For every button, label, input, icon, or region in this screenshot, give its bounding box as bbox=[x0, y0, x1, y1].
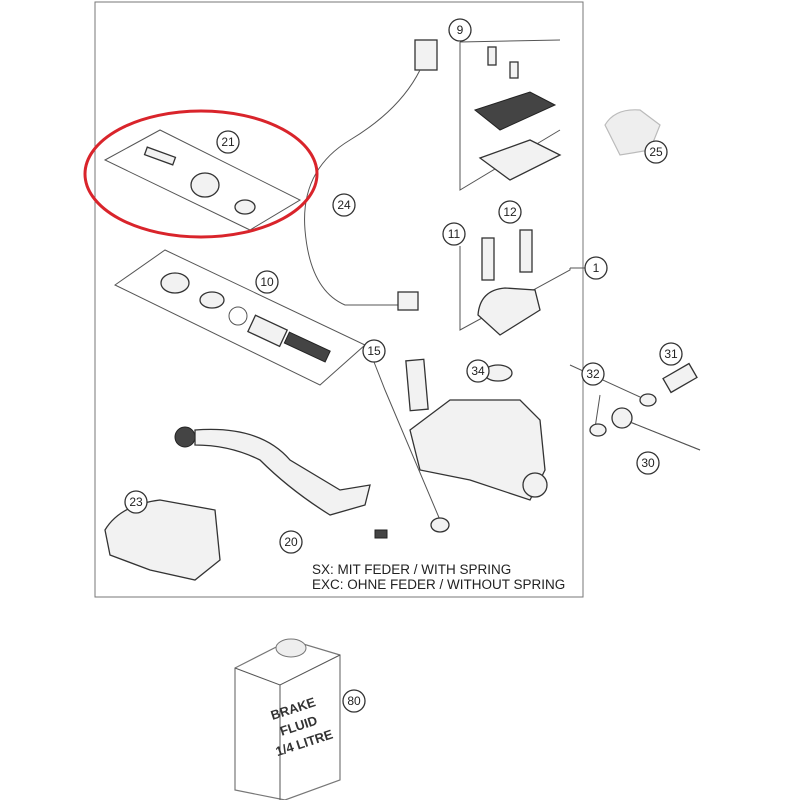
callout-number: 20 bbox=[284, 535, 298, 549]
group-9-reservoir-cover bbox=[459, 39, 562, 191]
callout-number: 80 bbox=[347, 694, 361, 708]
callout-circle bbox=[279, 530, 303, 554]
callout-circle bbox=[636, 451, 660, 475]
callout-number: 24 bbox=[337, 198, 351, 212]
callout-20: 20 bbox=[279, 530, 303, 554]
part-80-brake-fluid-bottle: BRAKE FLUID 1/4 LITRE bbox=[234, 638, 341, 800]
part-20-lever bbox=[174, 426, 388, 539]
callout-80: 80 bbox=[342, 689, 366, 713]
callout-21: 21 bbox=[216, 130, 240, 154]
callout-circle bbox=[659, 342, 683, 366]
callout-circle bbox=[644, 140, 668, 164]
callout-24: 24 bbox=[332, 193, 356, 217]
callout-circle bbox=[332, 193, 356, 217]
callout-circle bbox=[442, 222, 466, 246]
callout-32: 32 bbox=[581, 362, 605, 386]
callout-circle bbox=[124, 490, 148, 514]
callout-30: 30 bbox=[636, 451, 660, 475]
callout-number: 32 bbox=[586, 367, 600, 381]
callout-34: 34 bbox=[466, 359, 490, 383]
callout-circle bbox=[448, 18, 472, 42]
note-without-spring: EXC: OHNE FEDER / WITHOUT SPRING bbox=[312, 577, 566, 592]
callout-10: 10 bbox=[255, 270, 279, 294]
callout-circle bbox=[255, 270, 279, 294]
callout-circle bbox=[584, 256, 608, 280]
callout-circle bbox=[342, 689, 366, 713]
callout-15: 15 bbox=[362, 339, 386, 363]
callout-number: 31 bbox=[664, 347, 678, 361]
callout-11: 11 bbox=[442, 222, 466, 246]
callout-31: 31 bbox=[659, 342, 683, 366]
group-11-12-clamp bbox=[459, 229, 585, 336]
callout-number: 12 bbox=[503, 205, 517, 219]
callout-25: 25 bbox=[644, 140, 668, 164]
group-21-seal-kit bbox=[103, 129, 302, 231]
callout-number: 9 bbox=[457, 23, 464, 37]
callout-circle bbox=[581, 362, 605, 386]
callout-12: 12 bbox=[498, 200, 522, 224]
callout-number: 10 bbox=[260, 275, 274, 289]
highlight-ellipse bbox=[83, 109, 319, 239]
main-frame bbox=[94, 1, 584, 598]
callout-number: 15 bbox=[367, 344, 381, 358]
part-23-guard bbox=[104, 499, 221, 581]
callout-circle bbox=[216, 130, 240, 154]
callout-number: 11 bbox=[448, 227, 461, 241]
part-30-hose bbox=[569, 362, 701, 451]
callout-circle bbox=[362, 339, 386, 363]
callout-number: 21 bbox=[221, 135, 235, 149]
callout-number: 1 bbox=[593, 261, 600, 275]
part-1-master-cylinder bbox=[373, 358, 548, 533]
callout-23: 23 bbox=[124, 490, 148, 514]
note-with-spring: SX: MIT FEDER / WITH SPRING bbox=[312, 562, 512, 577]
callout-9: 9 bbox=[448, 18, 472, 42]
part-24-brake-switch bbox=[304, 39, 438, 311]
callout-1: 1 bbox=[584, 256, 608, 280]
callout-number: 25 bbox=[649, 145, 663, 159]
group-10-piston-kit bbox=[114, 249, 366, 386]
callout-circle bbox=[466, 359, 490, 383]
callout-circle bbox=[498, 200, 522, 224]
callout-number: 34 bbox=[471, 364, 485, 378]
callout-number: 23 bbox=[129, 495, 143, 509]
callout-number: 30 bbox=[641, 456, 655, 470]
